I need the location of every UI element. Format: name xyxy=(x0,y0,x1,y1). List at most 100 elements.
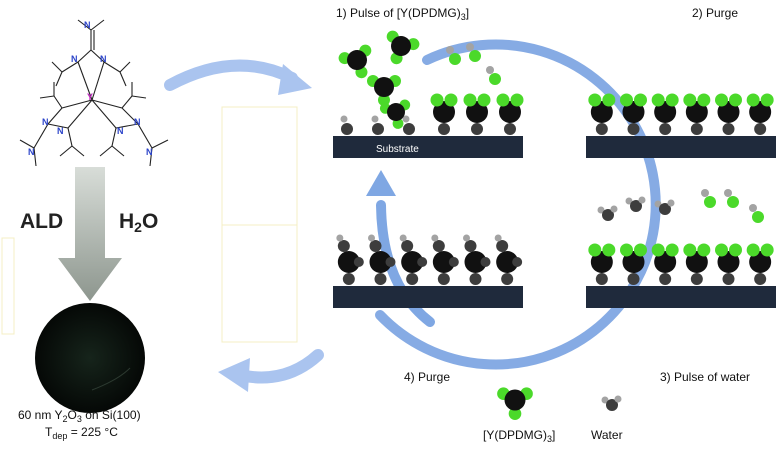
arrow-to-cycle xyxy=(164,59,298,91)
molecule-bond xyxy=(47,123,69,129)
legend-water-label: Water xyxy=(591,428,623,442)
surface-ligand xyxy=(602,243,616,257)
hydrogen-atom xyxy=(667,199,675,207)
surface-metal xyxy=(433,101,455,123)
ligand-atom xyxy=(489,73,501,85)
surface-oxygen xyxy=(342,273,355,285)
molecule-bond xyxy=(71,145,85,157)
surface-oxygen xyxy=(469,273,482,285)
substrate-block xyxy=(586,136,776,158)
surface-ligand xyxy=(602,93,616,107)
surface-ligand xyxy=(463,93,477,107)
surface-oxygen xyxy=(512,257,523,267)
precursor-molecule-glyph xyxy=(379,99,411,129)
ligand-atom xyxy=(752,211,764,223)
substrate-block xyxy=(586,286,776,308)
cycle-arrow-arc xyxy=(375,39,661,370)
surface-oxygen xyxy=(438,123,450,135)
surface-oxygen xyxy=(417,257,428,267)
surface-oxygen xyxy=(480,257,491,267)
surface-oxygen xyxy=(448,257,459,267)
atom-n: N xyxy=(42,117,49,127)
caption-substrate: on Si(100) xyxy=(81,408,141,422)
surface-metal xyxy=(337,251,360,273)
substrate-block xyxy=(333,286,523,308)
hydrogen-atom xyxy=(654,200,662,208)
molecule-bond xyxy=(91,99,117,129)
surface-ligand xyxy=(665,93,679,107)
atom-n: N xyxy=(71,54,78,64)
surface-metal xyxy=(401,251,424,273)
step4-label: 4) Purge xyxy=(404,370,451,384)
legend-precursor-bracket: ] xyxy=(552,428,556,442)
hydrogen-atom xyxy=(724,189,732,197)
hydrogen-atom xyxy=(614,395,622,403)
atom-n: N xyxy=(117,126,124,136)
surface-panel xyxy=(586,93,776,158)
caption-dep: dep xyxy=(52,431,68,441)
surface-oxygen xyxy=(496,240,509,252)
step1-label: 1) Pulse of [Y(DPDMG)3] xyxy=(336,6,469,22)
surface-oxygen xyxy=(627,273,640,285)
surface-ligand xyxy=(697,93,711,107)
ligand-atom xyxy=(449,53,461,65)
step1-subscript: 3 xyxy=(460,12,466,22)
surface-ligand xyxy=(683,93,697,107)
molecule-bond xyxy=(77,19,92,31)
surface-ligand xyxy=(620,243,633,257)
surface-oxygen xyxy=(501,273,514,285)
ligand-atom xyxy=(704,196,716,208)
surface-ligand xyxy=(634,243,647,257)
molecule-bond xyxy=(33,123,49,149)
ligand-fragment-glyph xyxy=(486,66,501,85)
surface-ligand xyxy=(665,243,679,257)
surface-metal xyxy=(654,101,677,123)
surface-oxygen xyxy=(627,123,640,135)
ald-label: ALD xyxy=(20,210,64,233)
surface-oxygen xyxy=(754,273,767,285)
molecule-bond xyxy=(137,123,153,149)
surface-metal xyxy=(466,101,488,123)
hydrogen-atom xyxy=(610,205,618,213)
surface-ligand xyxy=(683,243,697,257)
surface-hydrogen xyxy=(402,115,410,123)
precursor-molecule-glyph xyxy=(386,30,420,65)
surface-ligand xyxy=(651,243,665,257)
surface-oxygen xyxy=(369,240,382,252)
surface-oxygen xyxy=(722,273,735,285)
surface-oxygen xyxy=(595,273,608,285)
surface-metal xyxy=(622,101,645,123)
surface-oxygen xyxy=(437,273,450,285)
ligand-fragment-glyph xyxy=(724,189,739,208)
molecule-bond xyxy=(67,99,93,129)
step2-label: 2) Purge xyxy=(692,6,739,20)
hydrogen-atom xyxy=(486,66,494,74)
molecule-bond xyxy=(55,71,63,87)
surface-metal xyxy=(654,251,677,273)
molecule-bond xyxy=(61,61,79,73)
caption-y: 60 nm Y xyxy=(18,408,63,422)
hydrogen-atom xyxy=(601,396,609,404)
guide-box xyxy=(221,106,298,226)
surface-hydrogen xyxy=(368,234,375,242)
surface-ligand xyxy=(715,93,728,107)
surface-oxygen xyxy=(464,240,477,252)
ligand-atom xyxy=(508,407,522,420)
surface-oxygen xyxy=(406,273,419,285)
arrow-from-cycle-head xyxy=(218,358,250,392)
surface-hydrogen xyxy=(431,234,439,242)
molecule-bond xyxy=(119,61,131,73)
surface-metal xyxy=(499,101,521,123)
molecule-bond xyxy=(121,95,133,109)
down-arrow xyxy=(58,167,122,301)
molecule-bond xyxy=(99,145,113,157)
caption-sub2: 3 xyxy=(76,414,82,424)
molecule-bond xyxy=(149,147,153,167)
guide-box xyxy=(1,237,15,335)
surface-panels xyxy=(333,93,776,308)
gas-phase-species xyxy=(338,30,764,223)
atom-n: N xyxy=(134,117,141,127)
hydrogen-atom xyxy=(446,46,454,54)
surface-metal xyxy=(496,251,519,273)
cycle-arrow-head xyxy=(366,170,396,196)
